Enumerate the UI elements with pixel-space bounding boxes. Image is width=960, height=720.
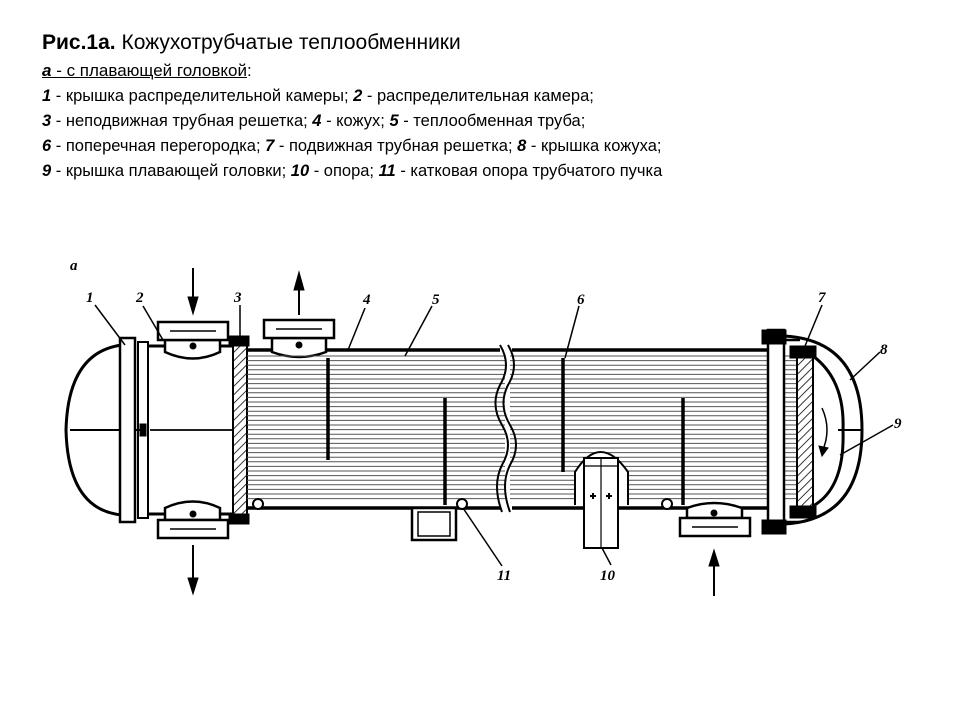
legend-number: 8 [517,137,527,155]
legend-text: - распределительная камера; [362,87,594,105]
legend-line: 6 - поперечная перегородка; 7 - подвижна… [42,134,942,159]
callout-8: 8 [880,342,888,358]
figure-subtitle: а - с плавающей головкой: [42,58,942,84]
outlet-arrow-up [293,270,305,315]
legend-text: - неподвижная трубная решетка; [51,112,313,130]
outlet-arrow-down [187,545,199,596]
legend-text: - поперечная перегородка; [51,137,266,155]
legend-text: - крышка распределительной камеры; [51,87,354,105]
legend-number: 9 [42,162,52,180]
legend-number: 2 [353,87,363,105]
support-10 [574,451,629,549]
legend-text: - катковая опора трубчатого пучка [395,162,663,180]
break-line [494,344,517,513]
callout-5: 5 [432,292,440,308]
legend-text: - кожух; [321,112,390,130]
bottom-nozzle-mid [410,506,458,542]
fixed-tube-sheet [228,335,250,525]
floating-head-assembly [761,328,845,535]
legend-text: - опора; [309,162,379,180]
callout-6: 6 [577,292,585,308]
callout-9: 9 [894,416,902,432]
callout-1: 1 [86,290,94,306]
legend-number: 1 [42,87,52,105]
legend-number: 5 [389,112,399,130]
figure-label: Рис.1а. [42,31,116,54]
baffles [326,358,776,505]
callout-4: 4 [362,292,371,308]
legend-number: 4 [312,112,322,130]
legend-text: - подвижная трубная решетка; [274,137,518,155]
inlet-nozzle-bottom-right [678,501,752,538]
legend-number: 10 [290,162,310,180]
roller-supports-11 [252,498,673,510]
outlet-nozzle-bottom-left [156,500,230,540]
figure-caption: Рис.1а. Кожухотрубчатые теплообменники а… [42,28,942,184]
legend-line: 3 - неподвижная трубная решетка; 4 - кож… [42,109,942,134]
legend-number: 7 [265,137,275,155]
tube-bundle-left [247,355,505,500]
shell-cover [783,334,864,526]
callout-10: 10 [600,568,616,584]
inlet-arrow-up [708,548,720,596]
callout-3: 3 [233,290,242,306]
legend-text: - теплообменная труба; [398,112,586,130]
callout-11: 11 [497,568,511,584]
legend-number: 3 [42,112,52,130]
callout-labels: 1 2 3 4 5 6 7 8 9 10 11 [86,290,902,584]
legend: 1 - крышка распределительной камеры; 2 -… [42,84,942,184]
inlet-arrow-down [187,268,199,316]
figure-title-text: Кожухотрубчатые теплообменники [115,31,461,54]
legend-number: 11 [378,162,396,180]
shell-nozzle-top [262,318,336,359]
inlet-nozzle-top [156,320,230,360]
legend-line: 1 - крышка распределительной камеры; 2 -… [42,84,942,109]
legend-line: 9 - крышка плавающей головки; 10 - опора… [42,159,942,184]
figure-title: Рис.1а. Кожухотрубчатые теплообменники [42,28,942,58]
legend-text: - крышка кожуха; [526,137,662,155]
legend-number: 6 [42,137,52,155]
callout-7: 7 [818,290,826,306]
subtitle-letter: а [42,61,52,80]
legend-text: - крышка плавающей головки; [51,162,291,180]
leader-lines [94,304,894,567]
panel-letter: а [70,258,78,274]
tube-bundle-right [510,355,797,500]
distribution-chamber [118,336,232,524]
subtitle-colon: : [246,61,252,80]
subtitle-text: - с плавающей головкой [51,61,247,80]
callout-2: 2 [135,290,144,306]
